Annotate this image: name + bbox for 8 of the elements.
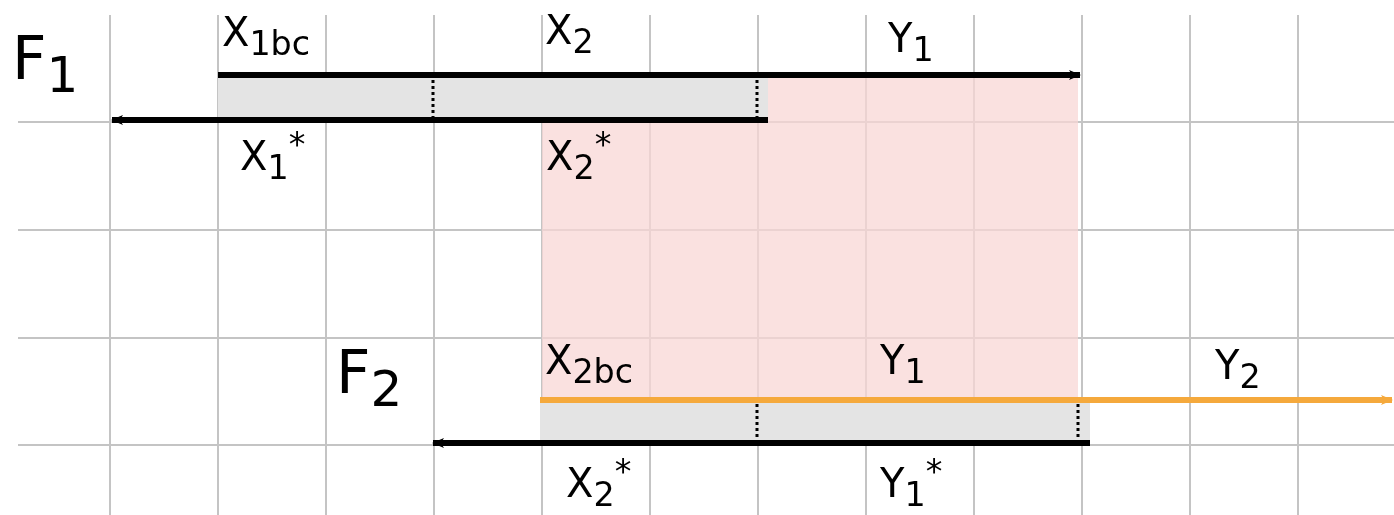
strand-label: X$_{2}$	[545, 10, 594, 59]
strand-label: Y$_{2}$	[1215, 345, 1261, 394]
strand-label: Y$_{1}$	[880, 340, 926, 389]
strand-label: Y$_{1}$	[888, 18, 934, 67]
complex-label: F$_{1}$	[12, 28, 79, 100]
complex-label: F$_{2}$	[336, 342, 403, 414]
strand-label: X$_{1bc}$	[222, 12, 311, 61]
strand-label: X$_{2bc}$	[545, 340, 634, 389]
